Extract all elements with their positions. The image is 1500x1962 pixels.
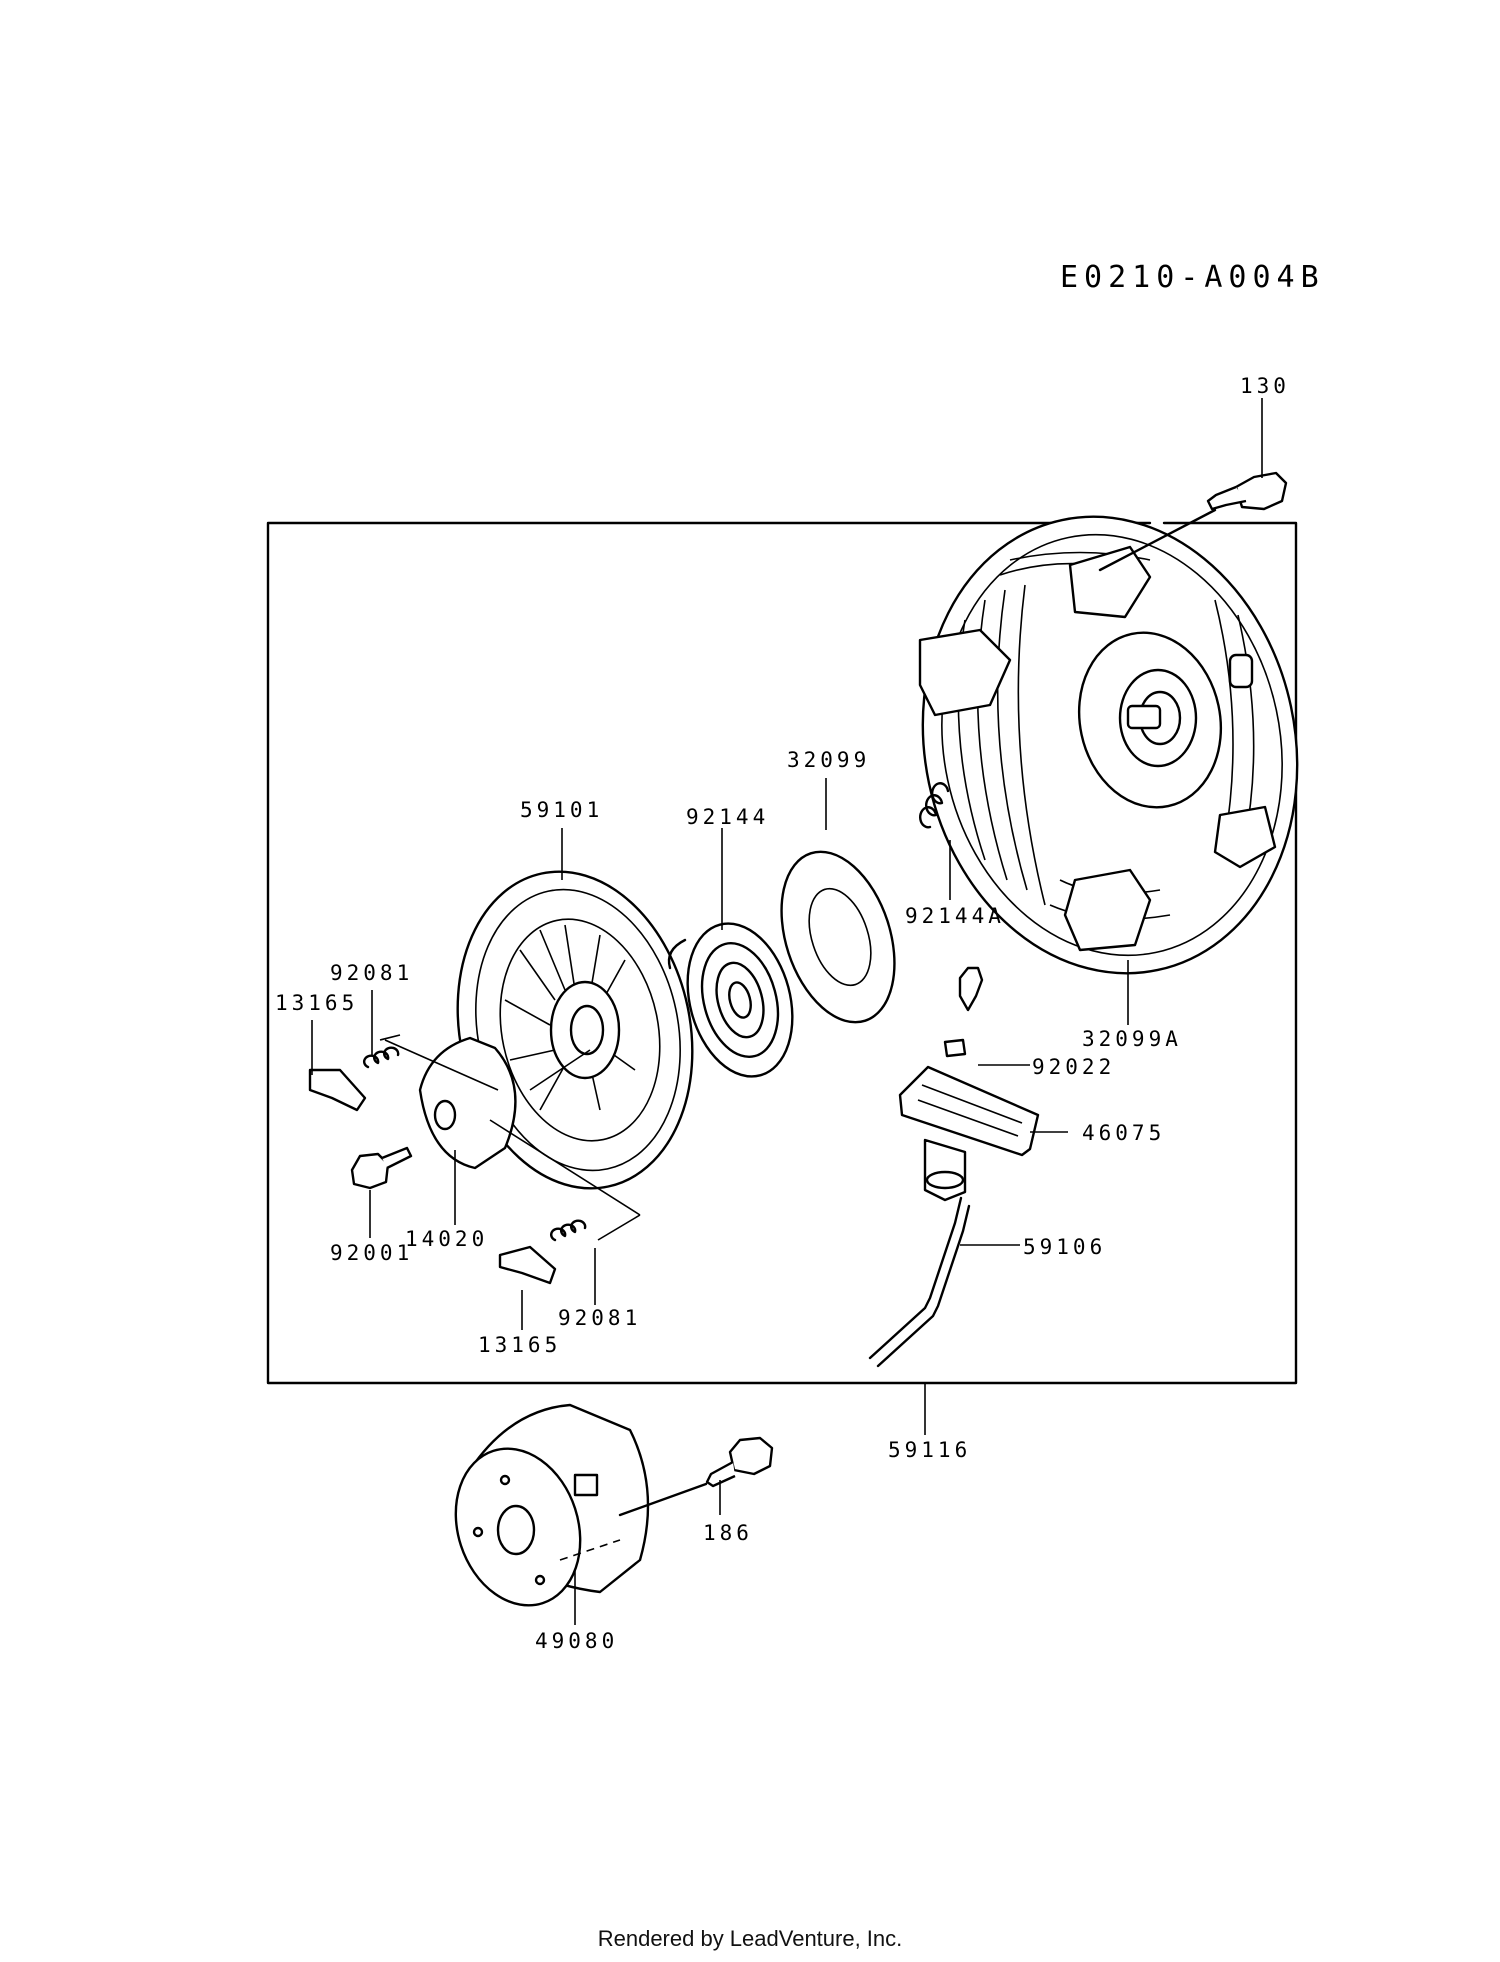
label-59106: 59106: [1023, 1235, 1106, 1259]
label-92144: 92144: [686, 805, 769, 829]
bolt-186-drawing: [618, 1436, 774, 1517]
label-92144A: 92144A: [905, 904, 1005, 928]
starter-housing-drawing: [918, 515, 1299, 975]
reel-group-leader-lines: [379, 1034, 641, 1241]
label-92081-lower: 92081: [558, 1306, 641, 1330]
spring-cover-drawing: [780, 850, 896, 1024]
starter-rope-drawing: [868, 1196, 971, 1368]
pawl-13165-upper-drawing: [308, 1068, 367, 1112]
assembly-frame: [266, 521, 1298, 1385]
small-spring-92144A-drawing: [919, 782, 950, 829]
spiral-spring-drawing: [667, 922, 794, 1078]
pawl-13165-lower-drawing: [498, 1245, 557, 1285]
label-92022: 92022: [1032, 1055, 1115, 1079]
spring-92081-lower-drawing: [550, 1219, 587, 1242]
label-46075: 46075: [1082, 1121, 1165, 1145]
label-59101: 59101: [520, 798, 603, 822]
starter-handle-drawing: [898, 1065, 1040, 1202]
footer-credit: Rendered by LeadVenture, Inc.: [597, 1926, 903, 1951]
label-92001: 92001: [330, 1241, 413, 1265]
label-32099: 32099: [787, 748, 870, 772]
label-59116: 59116: [888, 1438, 971, 1462]
reel-pulley-drawing: [456, 870, 694, 1190]
diagram-code: E0210-A004B: [1060, 260, 1325, 295]
label-186: 186: [703, 1521, 753, 1545]
label-49080: 49080: [535, 1629, 618, 1653]
bolt-130-drawing: [1098, 471, 1288, 572]
bolt-92001-drawing: [350, 1146, 413, 1190]
label-14020: 14020: [405, 1227, 488, 1251]
handle-insert-drawing: [943, 966, 984, 1058]
label-13165-upper: 13165: [275, 991, 358, 1015]
label-130: 130: [1240, 374, 1290, 398]
label-leader-lines: [311, 398, 1263, 1625]
label-13165-lower: 13165: [478, 1333, 561, 1357]
spring-92081-upper-drawing: [363, 1046, 400, 1069]
label-92081-upper: 92081: [330, 961, 413, 985]
ratchet-drawing: [418, 1036, 517, 1170]
label-32099A: 32099A: [1082, 1027, 1182, 1051]
starter-cup-drawing: [454, 1403, 650, 1607]
